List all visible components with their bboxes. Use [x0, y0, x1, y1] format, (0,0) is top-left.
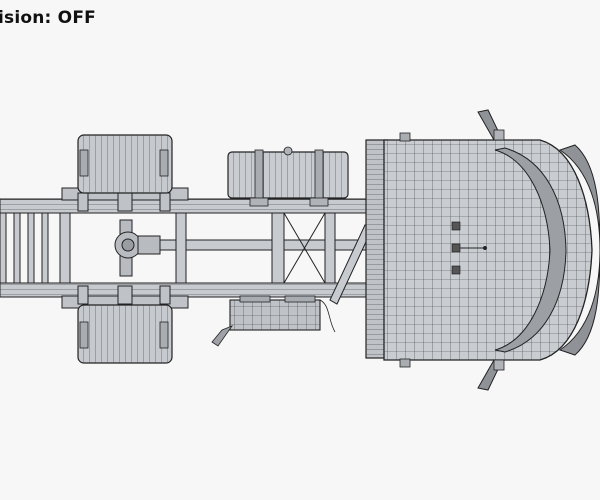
subdivision-status-label: ision: OFF	[0, 8, 96, 28]
rear-wheel-bottom	[77, 304, 173, 364]
mirror-bottom	[477, 359, 505, 391]
fuel-tank	[227, 146, 349, 207]
rear-wheel-top	[77, 134, 173, 194]
rear-cross-members	[0, 212, 373, 305]
truck-cab	[365, 132, 600, 368]
rear-differential	[114, 219, 161, 277]
mirror-top	[477, 109, 505, 141]
battery-box	[211, 295, 336, 347]
